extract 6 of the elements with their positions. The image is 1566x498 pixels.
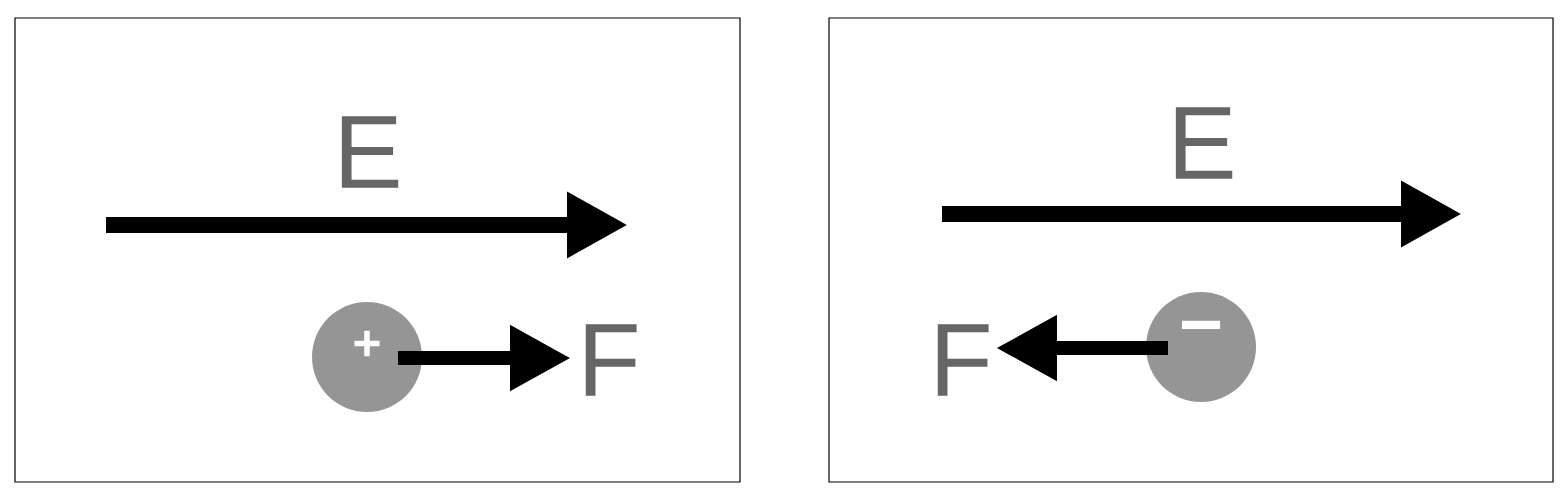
- panel-frame: [14, 17, 741, 483]
- vector-label: E: [341, 116, 399, 188]
- vector-label: E: [1175, 107, 1233, 179]
- panel-frame: [828, 17, 1554, 483]
- vector-label: F: [585, 324, 637, 396]
- vector-label: F: [937, 324, 989, 396]
